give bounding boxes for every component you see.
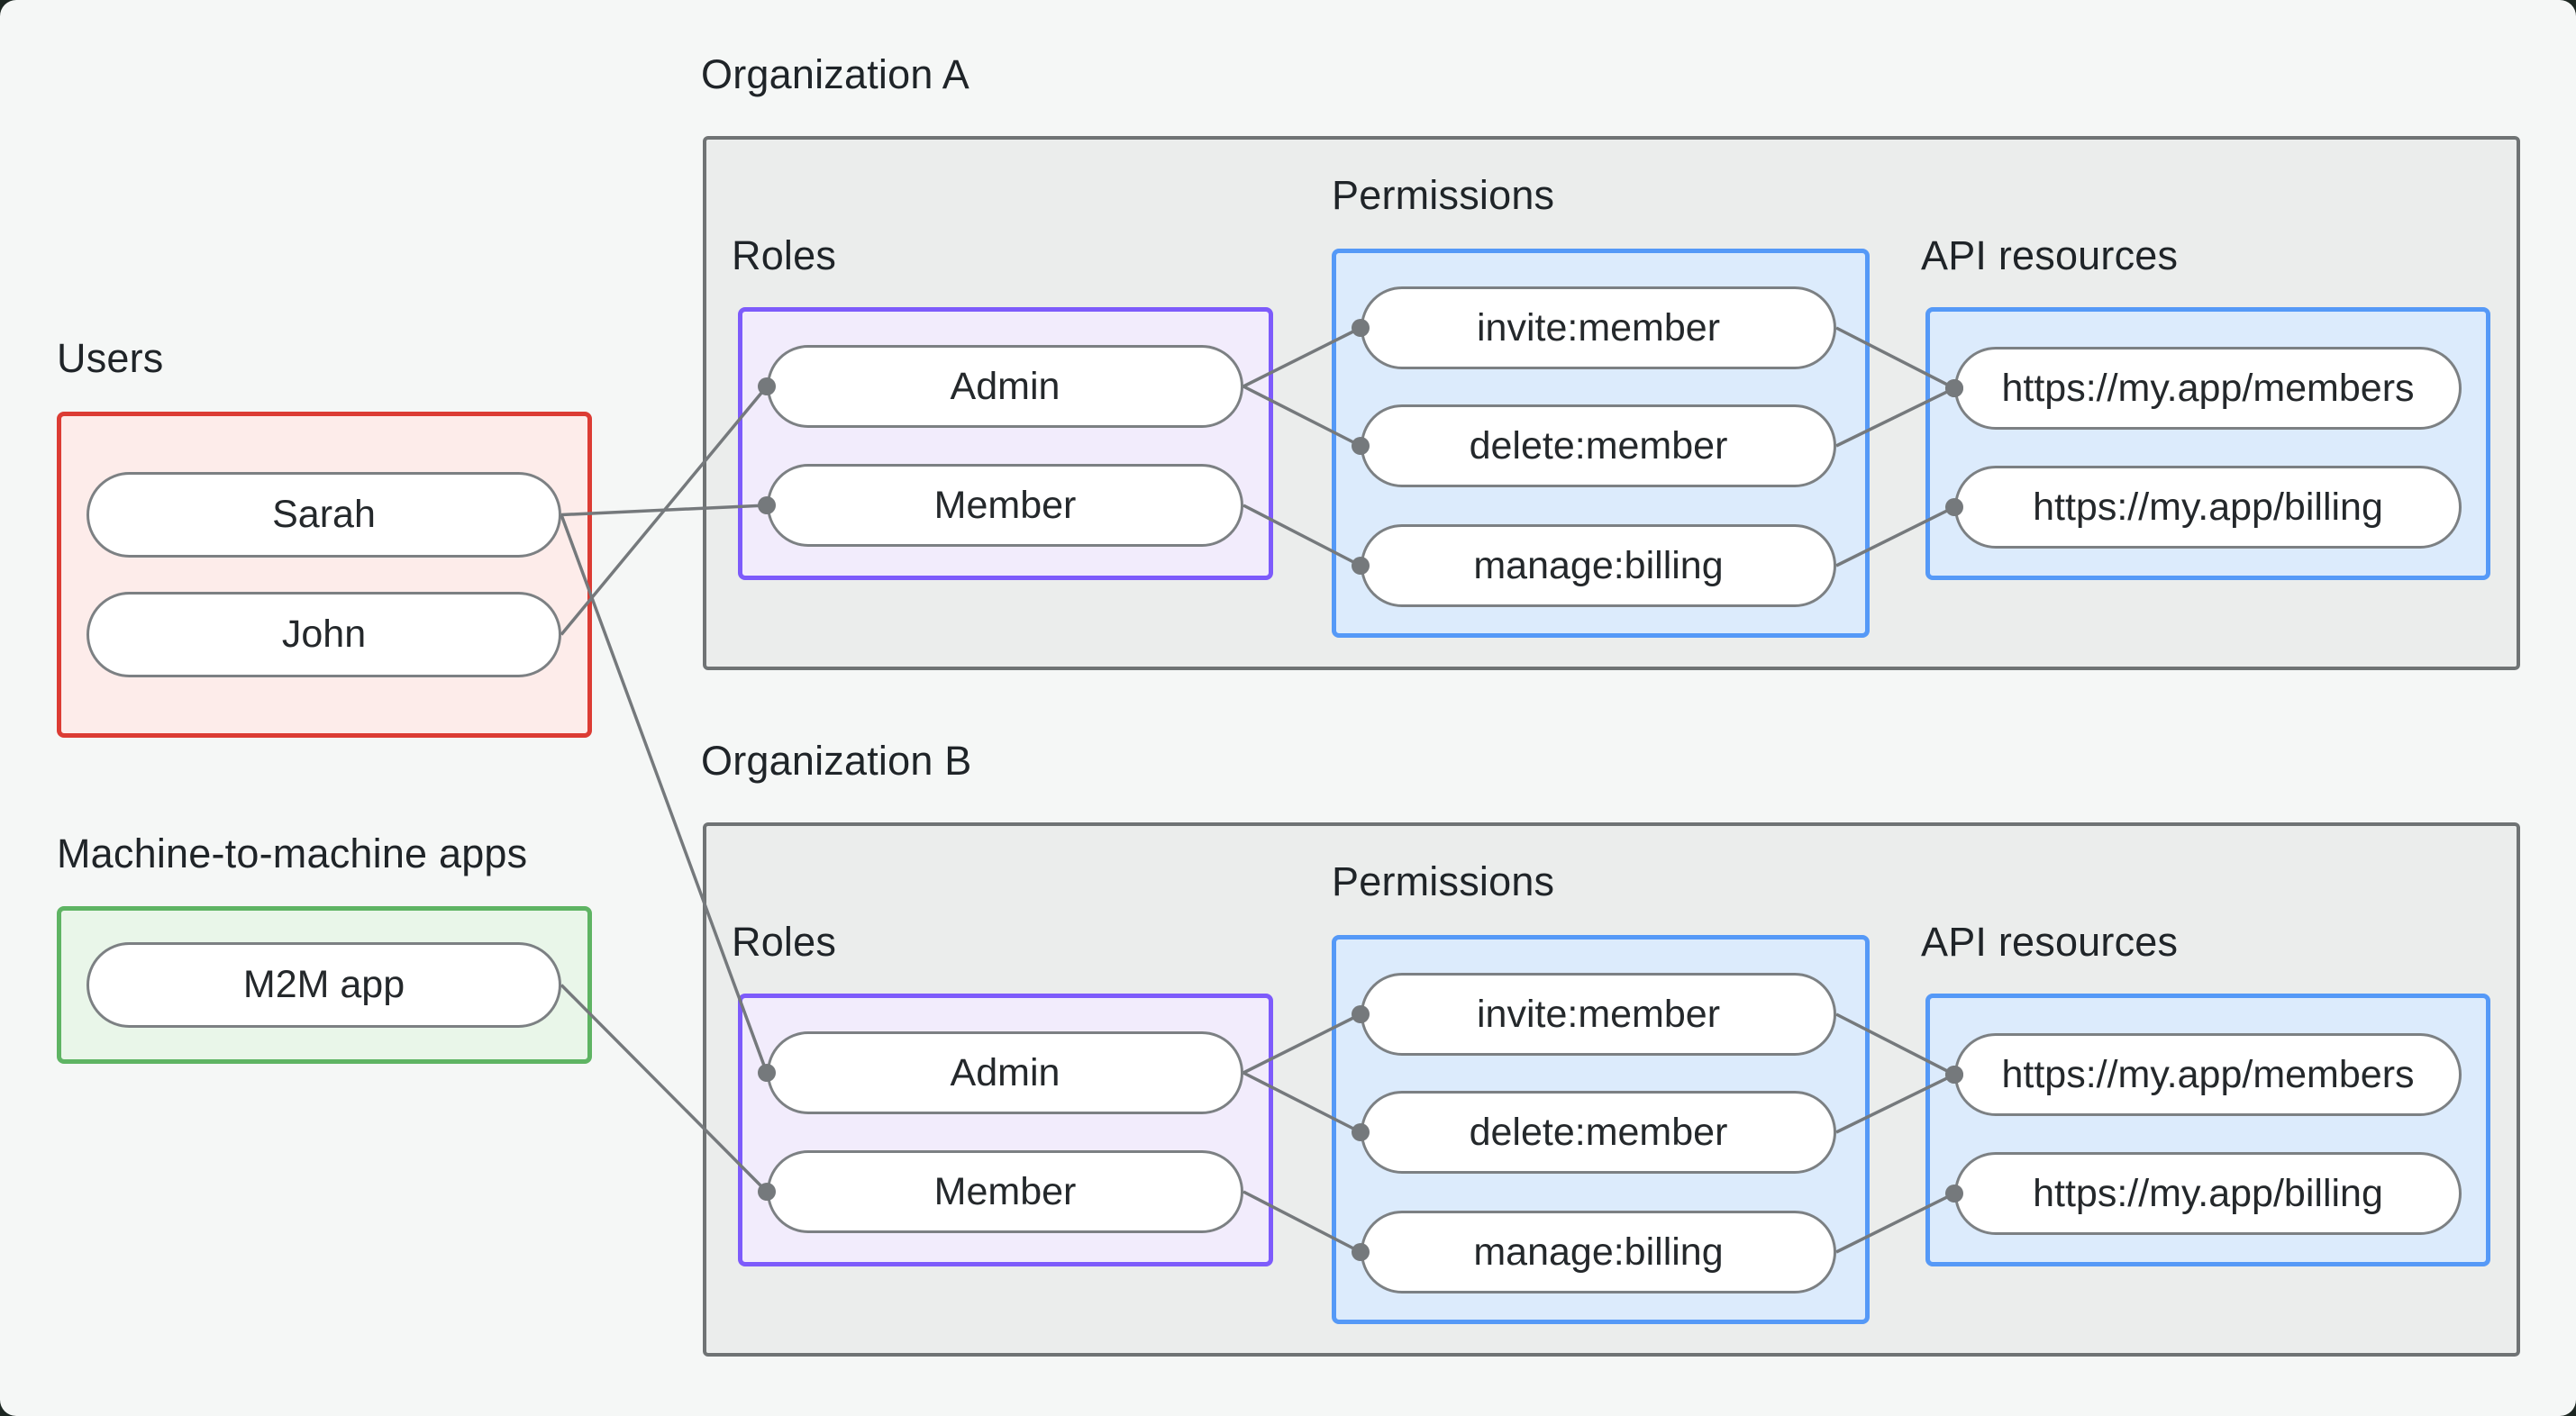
- org-a-title: Organization A: [701, 51, 969, 97]
- node-org-a-invite: invite:member: [1361, 286, 1836, 369]
- org-a-roles-heading: Roles: [732, 232, 837, 278]
- node-label: invite:member: [1476, 305, 1721, 349]
- node-john: John: [86, 592, 561, 677]
- node-org-a-billing: https://my.app/billing: [1954, 466, 2462, 549]
- node-label: https://my.app/billing: [2033, 485, 2383, 529]
- node-label: delete:member: [1469, 423, 1728, 467]
- org-b-permissions-heading: Permissions: [1332, 858, 1555, 904]
- node-label: delete:member: [1469, 1110, 1728, 1154]
- users-heading: Users: [57, 335, 164, 381]
- node-label: Admin: [950, 1050, 1060, 1094]
- node-label: Sarah: [272, 493, 376, 536]
- node-org-b-delete: delete:member: [1361, 1091, 1836, 1174]
- node-org-a-manage: manage:billing: [1361, 524, 1836, 607]
- node-label: Member: [933, 1169, 1077, 1213]
- node-m2m-app: M2M app: [86, 942, 561, 1028]
- node-org-b-billing: https://my.app/billing: [1954, 1152, 2462, 1235]
- node-org-a-members: https://my.app/members: [1954, 347, 2462, 430]
- node-label: John: [281, 613, 367, 656]
- node-org-a-member: Member: [767, 464, 1243, 547]
- node-label: manage:billing: [1473, 1230, 1724, 1274]
- org-b-api-heading: API resources: [1921, 919, 2179, 965]
- node-label: invite:member: [1476, 992, 1721, 1036]
- m2m-heading: Machine-to-machine apps: [57, 831, 528, 876]
- node-org-a-delete: delete:member: [1361, 404, 1836, 487]
- node-org-a-admin: Admin: [767, 345, 1243, 428]
- node-label: Member: [933, 483, 1077, 527]
- org-b-roles-heading: Roles: [732, 919, 837, 965]
- node-label: manage:billing: [1473, 543, 1724, 587]
- node-org-b-invite: invite:member: [1361, 973, 1836, 1056]
- org-a-permissions-heading: Permissions: [1332, 172, 1555, 218]
- node-org-b-manage: manage:billing: [1361, 1211, 1836, 1293]
- node-label: https://my.app/members: [2001, 1052, 2415, 1096]
- node-label: M2M app: [242, 963, 405, 1006]
- node-org-b-members: https://my.app/members: [1954, 1033, 2462, 1116]
- node-org-b-member: Member: [767, 1150, 1243, 1233]
- node-sarah: Sarah: [86, 472, 561, 558]
- node-label: https://my.app/billing: [2033, 1171, 2383, 1215]
- org-a-api-heading: API resources: [1921, 232, 2179, 278]
- node-label: https://my.app/members: [2001, 366, 2415, 410]
- users-group-box: [57, 412, 592, 738]
- node-org-b-admin: Admin: [767, 1031, 1243, 1114]
- org-b-title: Organization B: [701, 738, 972, 784]
- node-label: Admin: [950, 364, 1060, 408]
